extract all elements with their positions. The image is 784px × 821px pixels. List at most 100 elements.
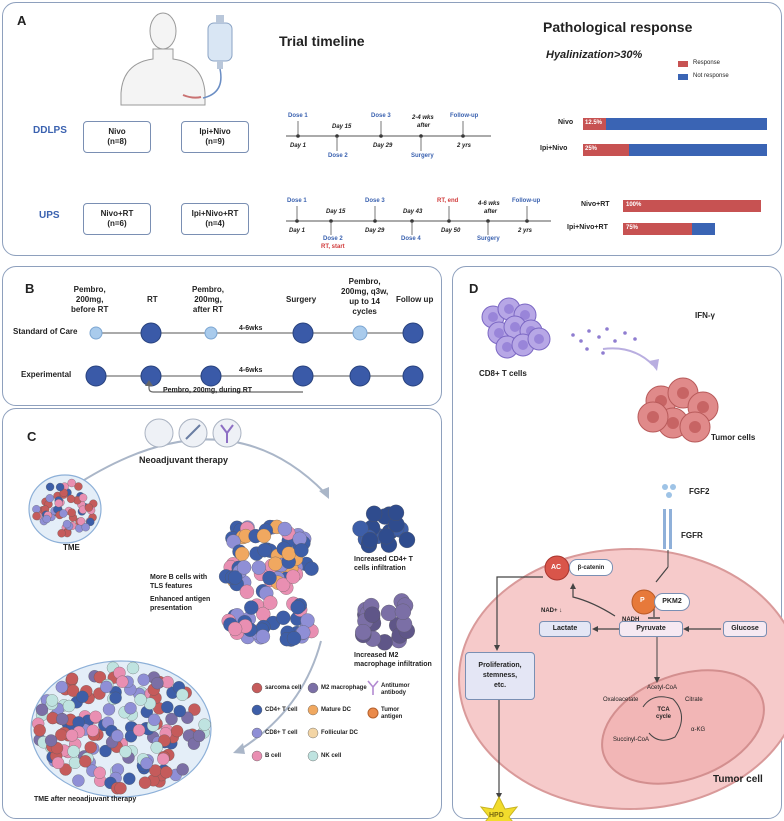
ifn-dot [597,335,601,339]
bar-response [623,200,761,212]
ifn-dot [587,329,591,333]
legend-icon [307,750,319,762]
ddlps-top-label: after [417,123,431,129]
m2-cluster-illustration [355,593,415,651]
cell [114,782,127,795]
legend-label: Mature DC [321,707,352,713]
pyruvate-box: Pyruvate [619,621,683,637]
nad-label: NAD+ ↓ [541,608,563,614]
patient-illustration [120,12,767,235]
bar-response [623,223,692,235]
ups-label: UPS [39,210,60,221]
cell [398,531,416,549]
ddlps-top-label: Dose 1 [288,113,308,119]
treatment-schema [85,322,424,393]
col-header: Surgery [286,295,317,304]
cell [281,546,296,561]
finding-label: Enhanced antigen presentation [150,596,211,612]
cell [140,757,153,770]
cell [165,712,178,726]
cell [116,675,129,688]
cell [76,517,86,526]
row-label: Standard of Care [13,327,78,336]
cell [72,774,85,787]
cell [126,661,140,675]
soc-step-dot [89,326,103,340]
cell [251,560,266,575]
legend-label: B cell [265,753,282,759]
ddlps-arm2-box: Ipi+Nivo(n=9) [181,121,249,153]
tca-cycle-arrows [642,696,682,741]
cell [268,556,283,571]
hpd-label: HPD [489,812,504,819]
cell [67,508,76,517]
tumor-nucleus [689,421,701,433]
cell [56,712,69,726]
cell [99,744,112,758]
cell [66,494,76,504]
tme-after-label: TME after neoadjuvant therapy [34,796,137,803]
cell [257,543,272,558]
ac-label: AC [551,564,562,571]
fgf2-dot [662,484,668,490]
panel-letter: C [27,429,37,444]
cell [134,693,147,706]
cell [148,713,161,726]
cell [198,718,211,731]
col-header: Pembro, 200mg, q3w, up to 14 cycles [341,277,389,316]
cell [170,724,184,738]
ddlps-top-label: Follow-up [450,113,479,119]
cell [173,704,186,718]
cell [119,745,132,758]
legend-icon [307,727,319,739]
cell [93,766,106,779]
ups-top-label: Dose 1 [287,198,307,204]
legend-label: Tumor antigen [381,707,403,720]
legend-label: NK cell [321,753,342,759]
cell [361,531,379,549]
ups-arm1-box: Nivo+RT(n=6) [83,203,151,235]
ddlps-bottom-label: Surgery [411,153,434,159]
antibody-legend-icon [367,680,379,695]
exp-step-dot [292,365,314,387]
cell [109,691,122,704]
cell [188,703,201,716]
ups-bottom-label: Day 29 [365,228,385,234]
cell [78,493,88,502]
cell [256,528,272,544]
ups-top-label: after [484,209,498,215]
tls-cluster-illustration [218,519,319,647]
cell [365,505,383,522]
cell [123,772,136,785]
cell [74,482,83,491]
panel-letter: A [17,13,27,28]
cell [304,561,319,576]
cell [35,703,49,716]
legend-icon [251,704,263,716]
cd8-nucleus [504,304,514,314]
cell [294,543,309,558]
soc-step-dot [402,322,424,344]
cell [355,624,372,641]
cell [151,677,164,690]
cell [380,604,398,622]
bar-name: Nivo+RT [581,201,610,208]
ifn-label: IFN-γ [695,311,715,320]
ddlps-bottom-label: 2 yrs [457,143,472,149]
cell [81,523,90,532]
ddlps-label: DDLPS [33,125,67,136]
cell [277,521,293,537]
tumor-antigen-legend-icon [367,707,379,719]
ifn-dots [571,327,637,355]
cd8-nucleus [510,322,520,332]
cell [55,680,68,694]
panel-a: A Trial timeline Pathological response H… [2,2,782,256]
iv-bag-icon [202,15,233,99]
cell [192,729,206,743]
bar-not-response [629,144,767,156]
cell [263,595,278,610]
cell [111,729,124,743]
cell [285,569,301,584]
ups-top-label: Day 43 [403,209,423,215]
cell [176,763,189,776]
